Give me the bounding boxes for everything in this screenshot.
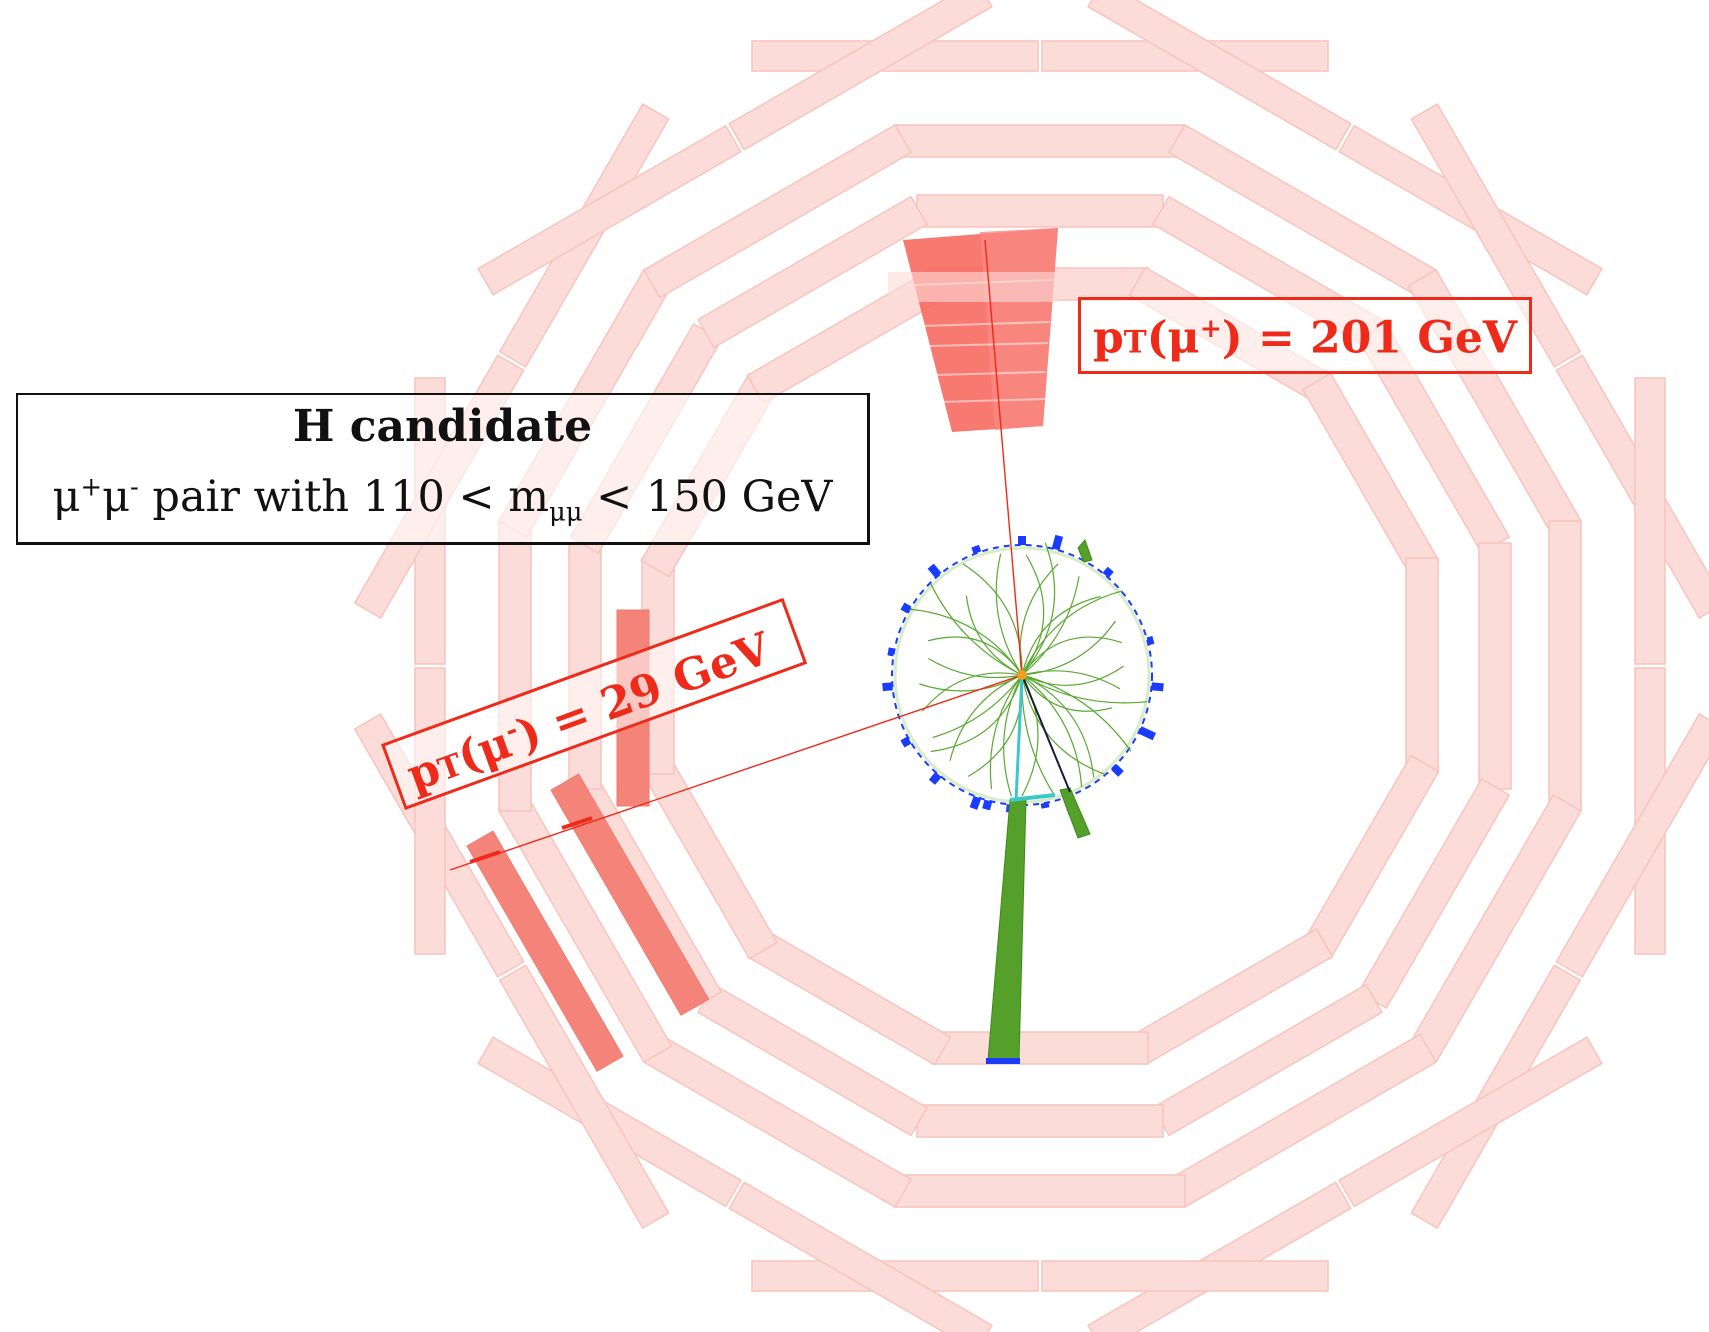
ecal-deposit-6 — [1051, 534, 1064, 551]
ecal-deposit-20 — [1040, 802, 1050, 809]
track-16 — [1021, 674, 1083, 788]
muon-chamber-ring0-seg4-0 — [1555, 713, 1709, 978]
ecal-deposit-17 — [900, 736, 912, 748]
ecal-deposit-8 — [1146, 635, 1155, 646]
muon-chamber-ring2-seg11-0 — [696, 195, 929, 349]
muon-chamber-ring0-seg6-0 — [1041, 1260, 1329, 1292]
track-27 — [1021, 542, 1056, 676]
muon-plus-track — [984, 239, 1023, 676]
muon-chamber-ring3-seg3-0 — [1405, 557, 1439, 775]
muon-chamber-ring1-seg11-0 — [642, 123, 913, 299]
track-24 — [919, 674, 1023, 692]
charged-tracks — [907, 542, 1148, 797]
track-32 — [930, 674, 1023, 753]
muon-chamber-ring0-seg5-0 — [1338, 1036, 1603, 1208]
track-26 — [965, 595, 1023, 676]
track-30 — [1021, 674, 1095, 778]
muon-chamber-ring1-seg6-0 — [894, 1174, 1186, 1208]
track-15 — [1021, 674, 1106, 776]
ecal-deposit-7 — [1102, 566, 1114, 578]
hit-chamber-lower-left-1 — [550, 773, 710, 1016]
track-7 — [1021, 576, 1080, 676]
muon-tracks — [449, 239, 1027, 871]
muon-chamber-ring0-seg9-0 — [414, 667, 446, 955]
muon-chamber-ring1-seg3-0 — [1548, 520, 1582, 812]
track-9 — [1021, 620, 1116, 676]
muon-chamber-ring0-seg7-0 — [728, 1181, 993, 1332]
track-0 — [928, 657, 1023, 679]
ecal-deposit-14 — [969, 795, 982, 810]
muon-chamber-ring0-seg2-0 — [1410, 103, 1582, 368]
muon-chamber-ring3-seg6-0 — [931, 1031, 1149, 1065]
hit-chamber-lower-left-2 — [466, 830, 624, 1072]
jet-small — [1059, 787, 1091, 839]
muon-minus-track — [449, 674, 1023, 871]
track-14 — [1021, 674, 1132, 752]
track-25 — [927, 636, 1023, 676]
ecal-deposit-19 — [982, 799, 993, 811]
track-31 — [1003, 674, 1023, 797]
muon-chamber-ring0-seg11-1 — [728, 0, 993, 151]
jets — [986, 539, 1093, 1064]
track-10 — [1021, 636, 1123, 676]
muon-plus-chamber-stack — [888, 228, 1058, 432]
track-13 — [1021, 674, 1113, 712]
legend-description: μ+μ- pair with 110 < mμμ < 150 GeV — [52, 472, 833, 528]
muon-chamber-ring2-seg0-0 — [916, 194, 1164, 228]
jet-top — [1077, 539, 1093, 563]
ecal-deposit-18 — [930, 772, 942, 783]
ecal-deposit-1 — [887, 647, 895, 657]
ecal-deposit-11 — [1111, 764, 1124, 777]
muon-chamber-ring1-seg0-0 — [894, 124, 1186, 158]
track-29 — [1021, 674, 1148, 704]
track-28 — [1021, 590, 1123, 676]
muon-chamber-ring2-seg3-0 — [1478, 542, 1512, 790]
muon-plus-pt-label: pT(μ+) = 201 GeV — [1078, 297, 1532, 374]
ecal-deposit-9 — [1151, 682, 1164, 692]
track-3 — [962, 563, 1023, 676]
track-11 — [1021, 665, 1124, 686]
ecal-deposit-5 — [1018, 536, 1026, 545]
ecal-deposit-3 — [927, 563, 942, 578]
ecal-deposit-4 — [971, 544, 982, 555]
ecal-deposit-10 — [1138, 726, 1156, 741]
track-19 — [989, 674, 1023, 790]
ecal-deposit-2 — [900, 602, 912, 614]
track-23 — [921, 672, 1023, 712]
muon-chamber-ring0-seg3-0 — [1634, 377, 1666, 665]
jet-large — [987, 799, 1027, 1061]
muon-chamber-ring2-seg6-0 — [916, 1104, 1164, 1138]
muon-chamber-ring0-seg11-0 — [477, 124, 742, 296]
track-12 — [1021, 670, 1121, 690]
muon-chamber-ring0-seg8-0 — [498, 964, 670, 1229]
legend-title: H candidate — [292, 401, 593, 452]
track-22 — [932, 674, 1023, 739]
muon-chamber-ring0-seg1-0 — [1087, 0, 1352, 151]
inner-tracker — [882, 534, 1164, 816]
track-8 — [1021, 595, 1101, 676]
track-5 — [1021, 554, 1045, 676]
jet-large-ecal-cap — [986, 1058, 1020, 1064]
ecal-deposit-0 — [882, 682, 893, 692]
track-4 — [995, 553, 1023, 676]
legend-box: H candidate μ+μ- pair with 110 < mμμ < 1… — [16, 393, 870, 545]
